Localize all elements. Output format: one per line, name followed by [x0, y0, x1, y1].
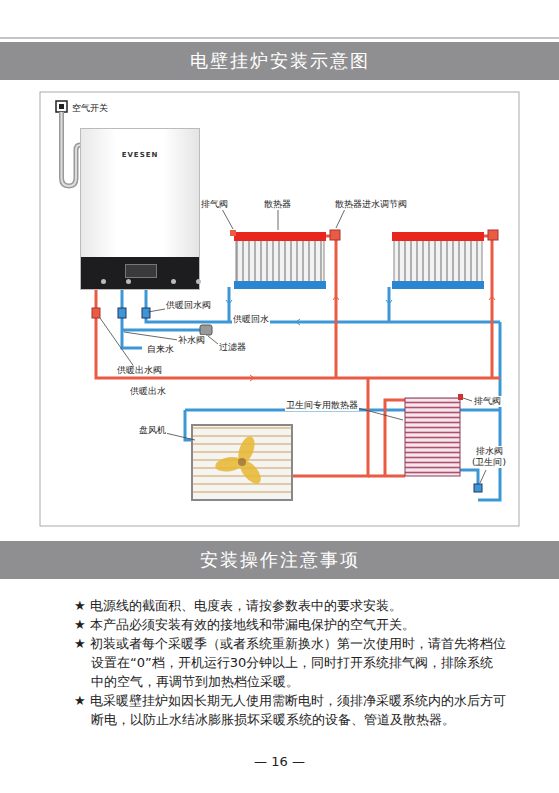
- band-text: 安装操作注意事项: [200, 549, 360, 570]
- air-switch: [56, 101, 67, 112]
- part-label: 补水阀: [177, 335, 206, 346]
- brand-text: EVESEN: [81, 151, 199, 159]
- flow-arrows: [250, 296, 495, 381]
- air-switch-lever: [59, 104, 64, 109]
- part-label: 过滤器: [218, 342, 247, 353]
- part-label: 卫生间专用散热器: [285, 400, 359, 411]
- part-label: 自来水: [146, 344, 175, 355]
- note-text: ★ 初装或者每个采暖季（或者系统重新换水）第一次使用时，请首先将档位设置在“0”…: [74, 634, 506, 691]
- part-label: 排水阀 (卫生间): [468, 446, 510, 468]
- rule-line: [0, 38, 559, 39]
- title-text: 电壁挂炉安装示意图: [190, 50, 370, 71]
- air-vent: [230, 230, 236, 236]
- panel-button: [196, 279, 201, 284]
- page-number: — 16 —: [254, 754, 305, 769]
- note-text: ★ 电源线的截面积、电度表，请按参数表中的要求安装。: [74, 596, 506, 615]
- display-window: [125, 264, 157, 278]
- power-cable-core: [62, 112, 81, 186]
- return-pipe: [185, 410, 192, 440]
- boiler-unit: EVESEN: [80, 128, 200, 290]
- fan-coil: [192, 425, 292, 500]
- radiator: [392, 232, 484, 289]
- return-valve: [142, 308, 150, 318]
- supply-pipes: [96, 236, 500, 476]
- page-number-row: — 16 —: [0, 754, 559, 769]
- control-panel: [81, 257, 199, 289]
- filter: [200, 325, 212, 335]
- supply-pipe: [325, 236, 336, 378]
- power-cable: [62, 112, 81, 186]
- drain-valve: [474, 484, 482, 492]
- part-label: 空气开关: [71, 103, 109, 114]
- notes-list: ★ 电源线的截面积、电度表，请按参数表中的要求安装。★ 本产品必须安装有效的接地…: [74, 596, 506, 729]
- part-label: 散热器: [263, 199, 292, 210]
- air-vent: [458, 394, 463, 400]
- part-label: 排气阀: [200, 199, 229, 210]
- radiator-valve: [330, 230, 340, 240]
- part-label: 供暖出水: [129, 386, 167, 397]
- supply-pipe: [385, 400, 405, 476]
- supply-valve: [92, 308, 100, 318]
- tap-water-pipe: [122, 290, 142, 348]
- radiator: [230, 230, 326, 289]
- part-label: 排气阀: [473, 396, 502, 407]
- supply-pipe: [292, 378, 368, 476]
- panel-button: [171, 279, 176, 284]
- radiator-valve: [488, 230, 498, 240]
- panel-button: [126, 279, 131, 284]
- return-pipes: [122, 287, 500, 500]
- supply-pipe: [96, 290, 500, 378]
- bathroom-radiator: [405, 394, 463, 476]
- part-label: 供暖回水阀: [165, 300, 212, 311]
- return-pipe: [146, 290, 500, 322]
- makeup-valve: [118, 308, 126, 318]
- section-band: 安装操作注意事项: [0, 541, 559, 579]
- part-label: 供暖回水: [232, 314, 270, 325]
- panel-button: [101, 279, 106, 284]
- supply-pipe: [483, 236, 492, 378]
- note-text: ★ 本产品必须安装有效的接地线和带漏电保护的空气开关。: [74, 615, 506, 634]
- diagram-frame: [40, 92, 519, 526]
- part-label: 供暖出水阀: [116, 365, 163, 376]
- note-text: ★ 电采暖壁挂炉如因长期无人使用需断电时，须排净采暖系统内的水后方可断电，以防止…: [74, 691, 506, 729]
- title-band: 电壁挂炉安装示意图: [0, 42, 559, 80]
- part-label: 散热器进水调节阀: [334, 199, 408, 210]
- part-label: 盘风机: [138, 425, 167, 436]
- makeup-pipe: [122, 329, 200, 332]
